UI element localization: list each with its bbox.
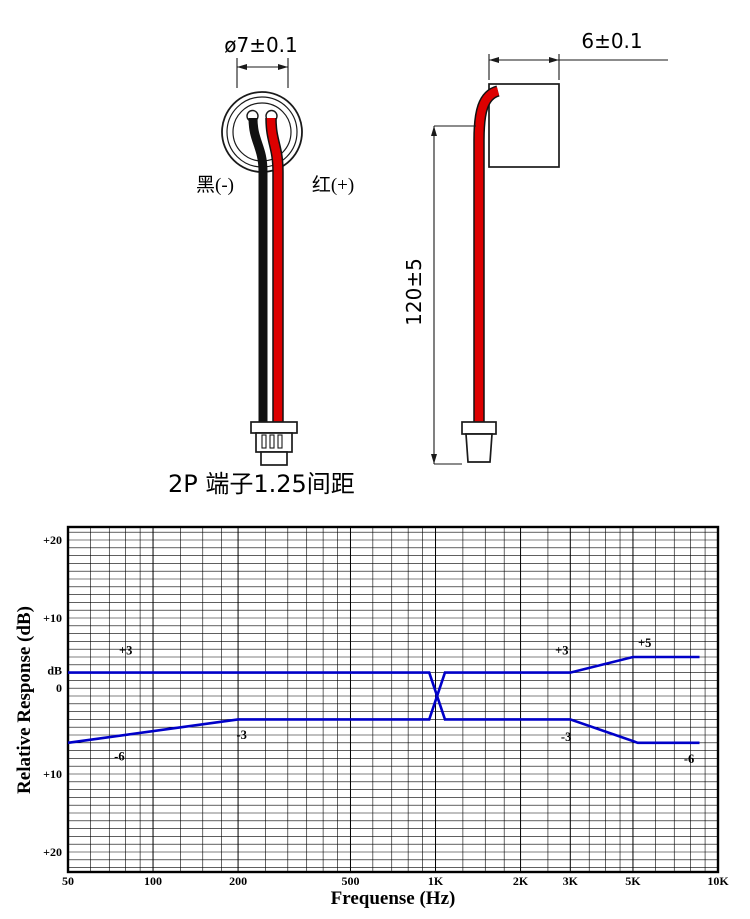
curve-annotation: -6 — [114, 750, 124, 764]
side-view: 6±0.1 120±5 — [402, 29, 668, 465]
x-tick-label: 1K — [428, 874, 444, 888]
connector-flange — [250, 421, 298, 434]
arrowhead-left — [489, 57, 499, 63]
response-curves — [67, 655, 700, 745]
mic-body-side — [488, 83, 560, 168]
black-wire-label: 黑(-) — [196, 175, 234, 196]
curve-annotation: -3 — [236, 728, 246, 742]
mechanical-drawing: ø7±0.1 — [168, 29, 668, 498]
connector-tip — [260, 451, 288, 466]
connector-front — [250, 421, 298, 466]
y-tick-label: +10 — [43, 767, 62, 781]
connector-slot — [269, 434, 275, 449]
arrowhead-down — [431, 454, 437, 464]
arrowhead-up — [431, 126, 437, 136]
plot-border — [66, 525, 720, 874]
y-tick-label: 0 — [56, 681, 62, 695]
width-dimension-label: 6±0.1 — [581, 29, 642, 53]
curve-upper-limit-crossing-down — [68, 671, 700, 745]
x-tick-label: 500 — [341, 874, 359, 888]
chart-grid — [67, 527, 719, 872]
connector-flange — [461, 421, 497, 435]
front-view: ø7±0.1 — [168, 33, 355, 498]
y-tick-label: +10 — [43, 611, 62, 625]
arrowhead-right — [278, 64, 288, 70]
connector-caption: 2P 端子1.25间距 — [168, 470, 355, 498]
x-tick-labels: 50 100 200 500 1K 2K 3K 5K 10K — [62, 874, 729, 888]
wires-front — [248, 117, 284, 423]
black-wire — [248, 117, 268, 423]
diameter-dimension-label: ø7±0.1 — [224, 33, 298, 57]
curve-annotation: +3 — [555, 644, 568, 658]
x-tick-label: 3K — [563, 874, 579, 888]
y-axis-title: Relative Response (dB) — [14, 606, 35, 794]
arrowhead-right — [549, 57, 559, 63]
x-axis-title: Frequense (Hz) — [331, 888, 456, 909]
x-tick-label: 10K — [707, 874, 729, 888]
red-wire-side — [474, 86, 500, 423]
y-tick-label: dB — [47, 663, 62, 677]
connector-slot — [277, 434, 283, 449]
x-tick-label: 100 — [144, 874, 162, 888]
y-tick-labels: +20 +10 dB 0 +10 +20 — [43, 533, 62, 859]
dimension-width — [488, 54, 668, 80]
x-tick-label: 200 — [229, 874, 247, 888]
curve-annotation: +5 — [638, 636, 651, 650]
curve-annotation: -3 — [561, 730, 571, 744]
connector-side — [461, 421, 497, 463]
x-tick-label: 5K — [625, 874, 641, 888]
y-tick-label: +20 — [43, 533, 62, 547]
x-tick-label: 2K — [513, 874, 529, 888]
red-wire — [266, 117, 283, 423]
curve-lower-limit-crossing-up — [67, 655, 700, 745]
arrowhead-left — [237, 64, 247, 70]
connector-slot — [261, 434, 267, 449]
x-tick-label: 50 — [62, 874, 74, 888]
length-dimension-label: 120±5 — [402, 258, 426, 326]
red-wire-label: 红(+) — [312, 174, 354, 196]
dimension-diameter — [236, 58, 289, 88]
curve-annotations: +3 -6 -3 +3 +5 -3 -6 — [114, 636, 694, 766]
curve-annotation: +3 — [119, 644, 132, 658]
y-tick-label: +20 — [43, 845, 62, 859]
frequency-response-chart: 50 100 200 500 1K 2K 3K 5K 10K +20 +10 dB 0 +10 +20 +… — [14, 525, 729, 909]
curve-annotation: -6 — [684, 752, 694, 766]
dimension-length — [431, 125, 476, 465]
connector-body — [465, 433, 493, 463]
